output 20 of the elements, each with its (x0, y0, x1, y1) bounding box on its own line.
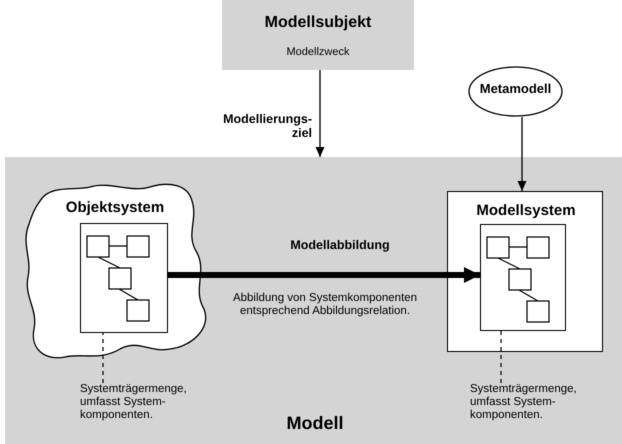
model-system-box (447, 191, 603, 352)
box-heading: Modellsubjekt (264, 14, 372, 32)
ellipse-label: Metamodell (478, 82, 552, 97)
arrow (316, 70, 324, 157)
arrow (168, 267, 480, 283)
leader-line (500, 331, 502, 383)
system-box (80, 223, 168, 333)
box-heading: Modellsystem (475, 202, 577, 220)
annotation-text: Systemträgermenge, umfasst System- komponenten. (80, 383, 188, 423)
box-subtext: Modellzweck (286, 46, 350, 59)
description-text: Abbildung von Systemkomponenten entsprechend Abbildungsrelation. (232, 292, 418, 318)
model-area (5, 157, 622, 444)
system-box (480, 224, 566, 331)
arrow (518, 117, 526, 191)
annotation-text: Systemträgermenge, umfasst System- komponenten. (470, 383, 578, 423)
cloud-heading: Objektsystem (64, 199, 166, 216)
metamodel-ellipse (468, 66, 563, 117)
area-heading: Modell (286, 413, 344, 434)
leader-line (102, 333, 104, 383)
subject-box (222, 0, 414, 70)
